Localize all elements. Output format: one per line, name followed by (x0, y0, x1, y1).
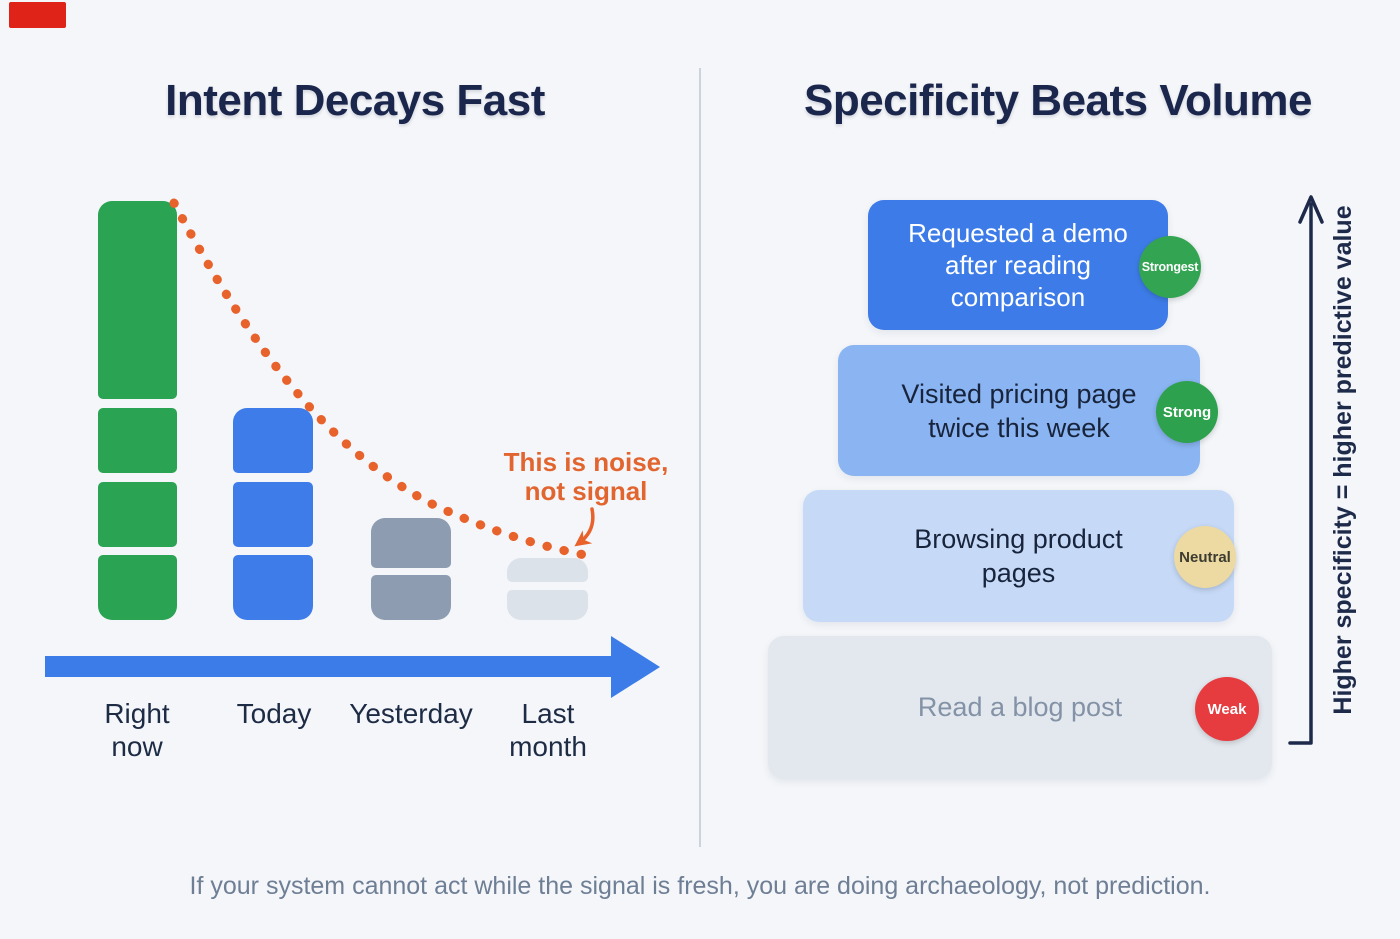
x-label-yesterday: Yesterday (326, 697, 496, 730)
x-label-line: Yesterday (349, 698, 473, 729)
bar-segment (233, 555, 313, 620)
right-panel-title: Specificity Beats Volume (803, 76, 1313, 125)
bar-segment (371, 575, 451, 620)
bar-segment (98, 482, 177, 547)
signal-box-line: after reading (945, 250, 1091, 280)
timeline-arrow-head (611, 636, 660, 698)
x-label-line: Right (104, 698, 170, 729)
signal-box-visited-pricing: Visited pricing page twice this week (838, 345, 1200, 476)
noise-annotation-line: not signal (524, 476, 648, 506)
noise-annotation: This is noise, not signal (466, 448, 706, 506)
x-label-last-month: Last month (463, 697, 633, 763)
x-label-line: Today (236, 698, 312, 729)
x-label-line: Last (521, 698, 575, 729)
noise-annotation-line: This is noise, (503, 447, 669, 477)
signal-box-line: comparison (950, 282, 1086, 312)
badge-strong: Strong (1156, 381, 1218, 443)
bar-segment (507, 590, 588, 620)
left-panel-title: Intent Decays Fast (165, 76, 545, 125)
bar-segment (371, 518, 451, 568)
bar-segment (98, 408, 177, 473)
footer-caption: If your system cannot act while the sign… (189, 872, 1211, 900)
x-label-right-now: Right now (52, 697, 222, 763)
badge-neutral: Neutral (1174, 526, 1236, 588)
signal-box-line: Read a blog post (917, 692, 1123, 722)
bar-segment (98, 555, 177, 620)
bar-segment (233, 482, 313, 547)
bar-segment (507, 558, 588, 582)
specificity-axis-label: Higher specificity = higher predictive v… (1329, 205, 1357, 715)
signal-box-line: pages (981, 558, 1056, 588)
signal-box-browsing-product: Browsing product pages (803, 490, 1234, 622)
x-label-today: Today (189, 697, 359, 730)
signal-box-line: twice this week (928, 412, 1110, 443)
signal-box-line: Requested a demo (908, 218, 1128, 248)
noise-annotation-arrow (574, 507, 595, 547)
specificity-axis-arrow (1288, 195, 1324, 745)
panel-divider (699, 68, 701, 847)
red-corner-marker (9, 2, 66, 28)
signal-box-read-blog: Read a blog post (768, 636, 1272, 779)
badge-weak: Weak (1195, 677, 1259, 741)
x-label-line: now (111, 731, 163, 762)
bar-segment (233, 408, 313, 473)
timeline-arrow-shaft (45, 656, 613, 677)
signal-box-requested-demo: Requested a demo after reading compariso… (868, 200, 1168, 330)
bar-segment (98, 201, 177, 399)
signal-box-line: Browsing product (914, 524, 1123, 554)
x-label-line: month (509, 731, 587, 762)
badge-strongest: Strongest (1139, 236, 1201, 298)
signal-box-line: Visited pricing page (901, 378, 1137, 409)
